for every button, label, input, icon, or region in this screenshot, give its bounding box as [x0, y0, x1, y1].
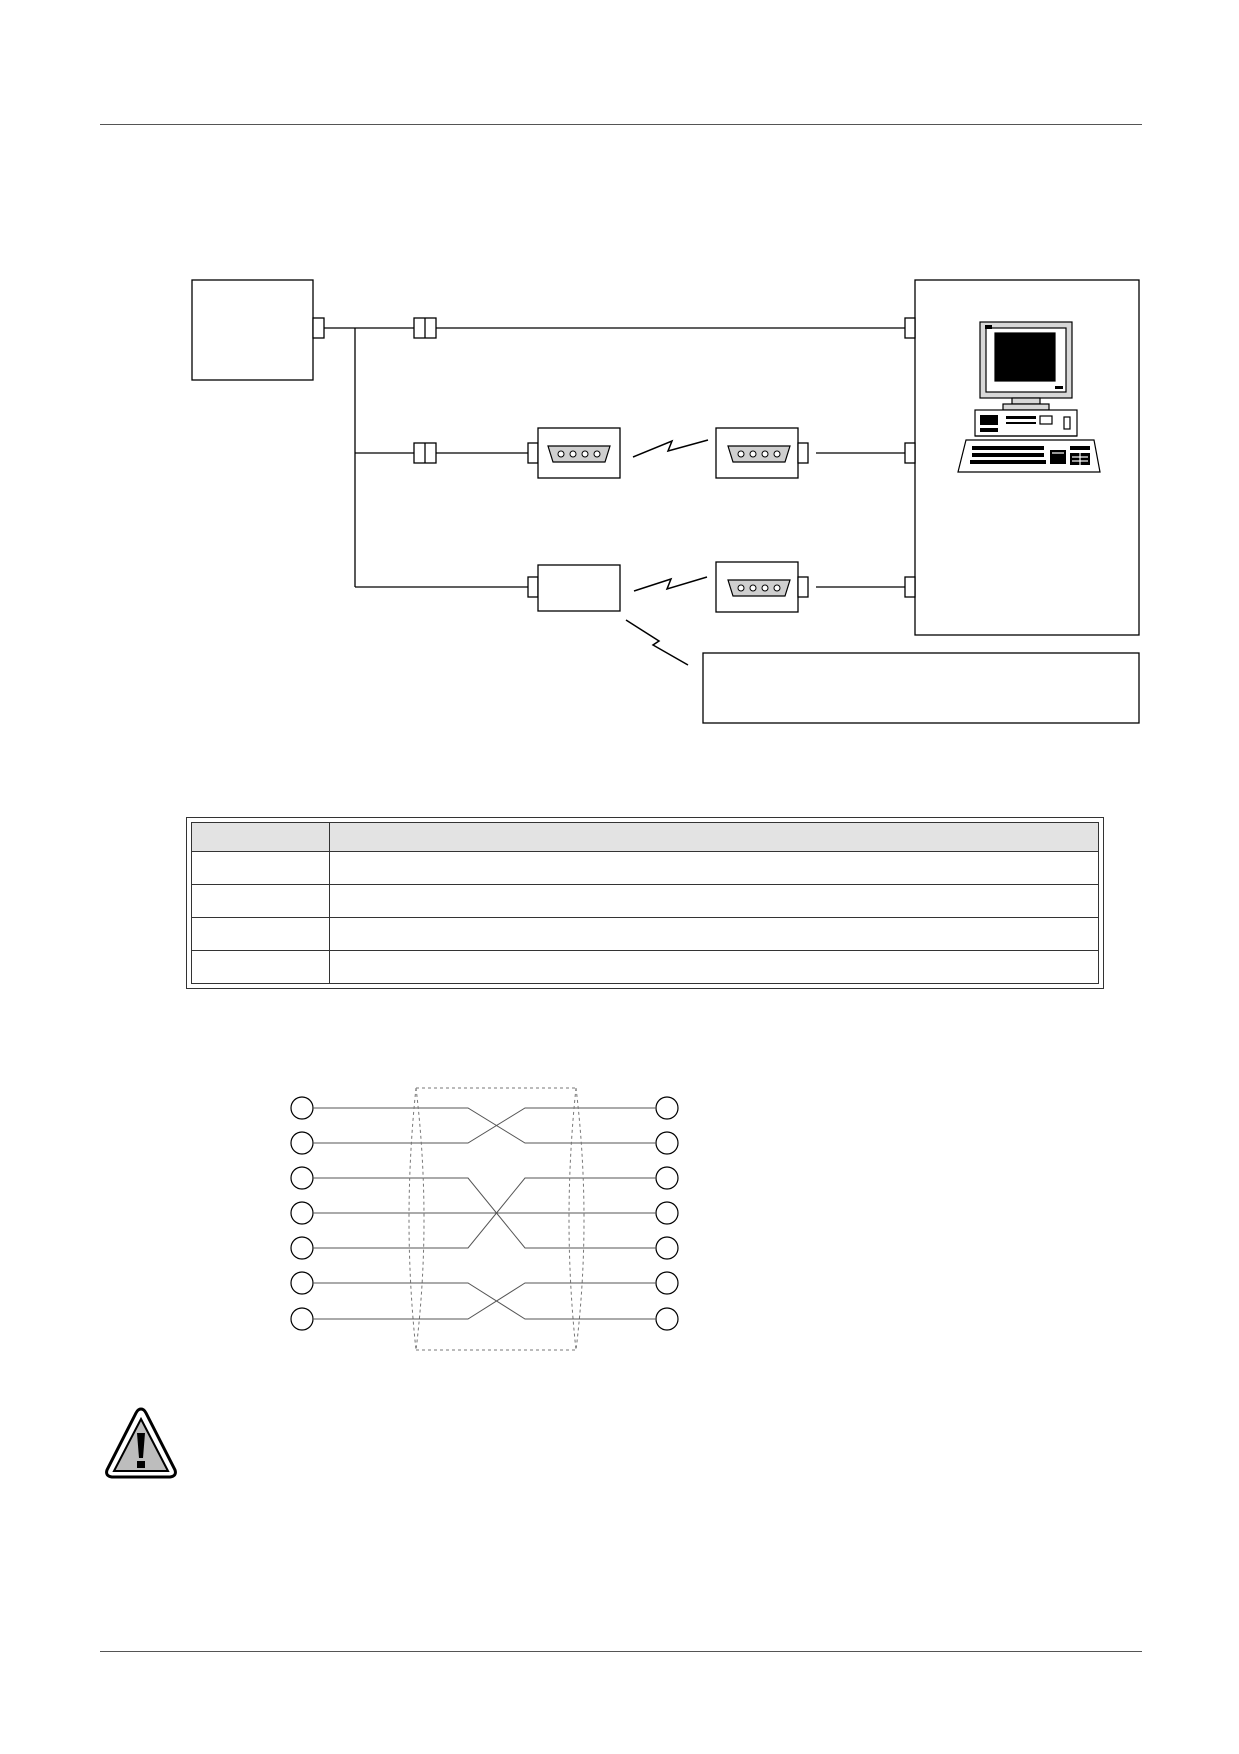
table-row [191, 950, 1099, 984]
table-row [191, 884, 1099, 918]
header-cell [329, 822, 1099, 852]
warning-triangle-icon [105, 1407, 177, 1479]
left-pin [290, 1166, 314, 1190]
wire [313, 1107, 656, 1144]
wireless-link-icon [632, 439, 709, 458]
dashed-shield [408, 1087, 417, 1351]
right-pin [655, 1201, 679, 1225]
table-cell [191, 851, 330, 885]
table-cell [329, 950, 1099, 984]
dashed-shield [575, 1087, 585, 1351]
header-cell [191, 822, 330, 852]
note-box [702, 652, 1140, 724]
wire [313, 1107, 656, 1144]
table-cell [191, 950, 330, 984]
table-row [191, 917, 1099, 951]
footer-rule [100, 1651, 1142, 1652]
left-pin [290, 1307, 314, 1331]
modem-icon [715, 561, 809, 613]
table-row [191, 851, 1099, 885]
left-pin [290, 1096, 314, 1120]
left-pin [290, 1131, 314, 1155]
dashed-shield [415, 1087, 425, 1351]
table-cell [191, 884, 330, 918]
cable-connector-icon [413, 442, 437, 464]
dashed-shield [568, 1087, 577, 1351]
trunk-lines [324, 327, 905, 588]
controller-box-icon [191, 279, 314, 381]
wire [313, 1282, 656, 1320]
wireless-link-icon [625, 619, 689, 666]
header-rule [100, 124, 1142, 125]
wireless-link-icon [633, 576, 708, 592]
wiring-diagram [290, 1087, 679, 1351]
modem-icon [715, 427, 809, 479]
left-pin [290, 1201, 314, 1225]
wire [313, 1177, 656, 1249]
right-pin [655, 1307, 679, 1331]
connection-diagram [191, 279, 1140, 1351]
table-cell [329, 884, 1099, 918]
left-pin [290, 1271, 314, 1295]
table-cell [191, 917, 330, 951]
wire [313, 1282, 656, 1320]
controller-port [312, 317, 325, 339]
table-header-row [191, 822, 1099, 852]
left-pin [290, 1236, 314, 1260]
computer-icon [957, 321, 1101, 473]
right-pin [655, 1236, 679, 1260]
right-pin [655, 1096, 679, 1120]
right-pin [655, 1271, 679, 1295]
cable-connector-icon [413, 317, 437, 339]
right-pin [655, 1131, 679, 1155]
radio-adapter-icon [527, 564, 621, 612]
spec-table [186, 817, 1104, 989]
table-cell [329, 917, 1099, 951]
modem-icon [527, 427, 621, 479]
table-cell [329, 851, 1099, 885]
right-pin [655, 1166, 679, 1190]
